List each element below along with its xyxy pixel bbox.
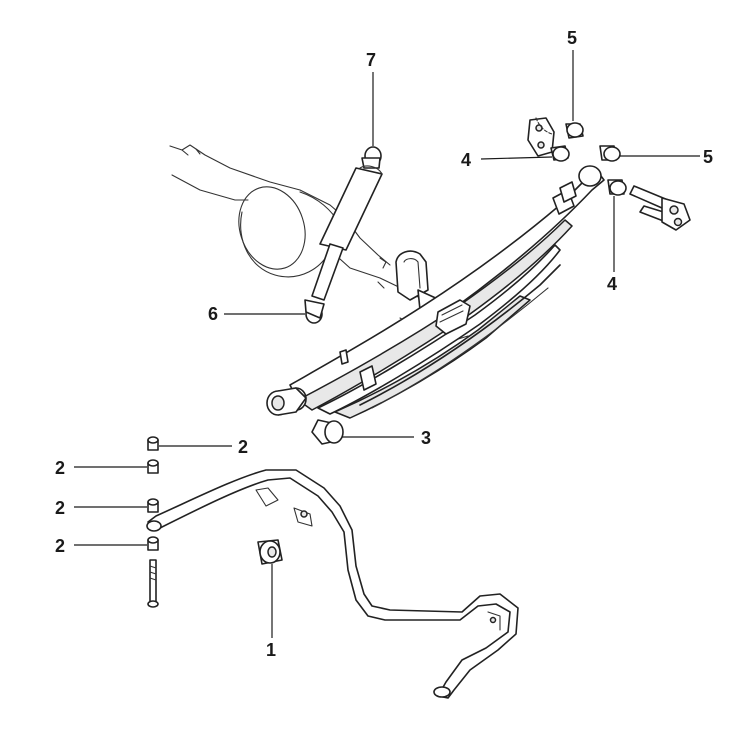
callout-5-right: 5 (703, 147, 713, 167)
callout-6: 6 (208, 304, 218, 324)
callout-2-left-b: 2 (55, 498, 65, 518)
callout-2-left-c: 2 (55, 536, 65, 556)
shock-absorber (304, 146, 383, 324)
callout-4-left: 4 (461, 150, 471, 170)
spring-eye-bush (311, 419, 344, 445)
callout-5-top: 5 (567, 28, 577, 48)
anti-roll-bar (146, 469, 519, 699)
callout-1: 1 (266, 640, 276, 660)
stabiliser-bush (257, 539, 283, 565)
link-bolt (147, 559, 159, 608)
callout-4-bottom: 4 (607, 274, 617, 294)
callout-labels: 7 5 4 5 4 6 3 2 2 2 2 1 (55, 28, 713, 660)
shackle-assembly (527, 117, 691, 231)
callout-2-right: 2 (238, 437, 248, 457)
link-bushes (147, 436, 159, 551)
callout-7: 7 (366, 50, 376, 70)
leader-lines (74, 50, 700, 638)
callout-3: 3 (421, 428, 431, 448)
callout-2-left-a: 2 (55, 458, 65, 478)
leaf-spring (266, 165, 605, 419)
